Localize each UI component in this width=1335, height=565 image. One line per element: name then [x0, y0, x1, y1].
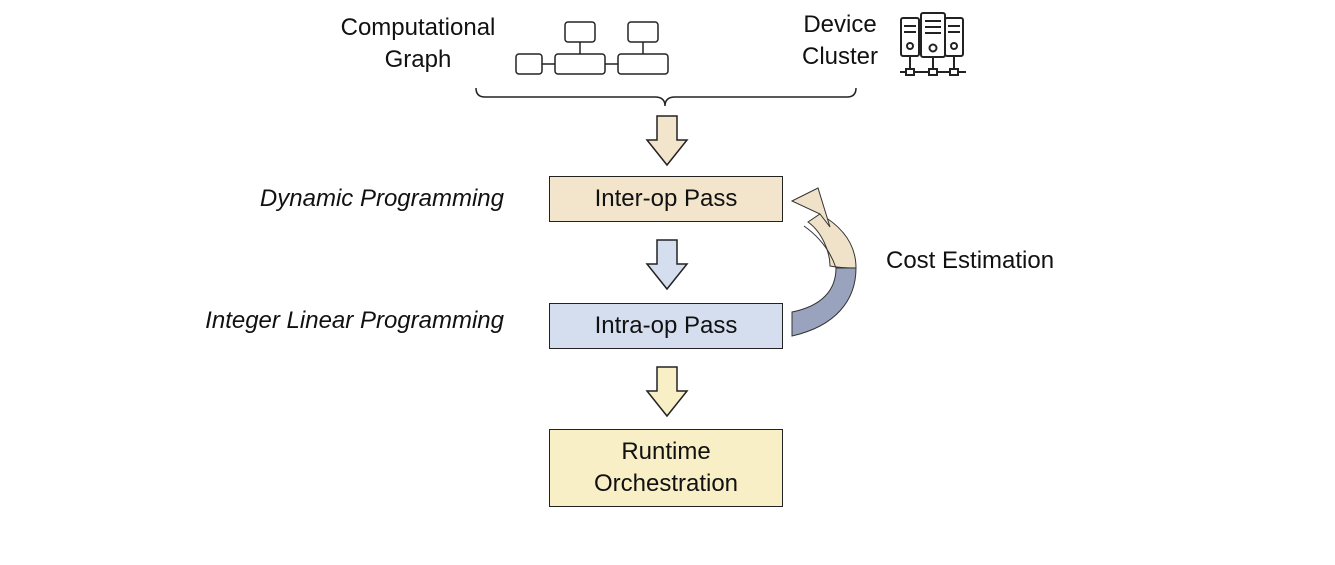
inter-op-pass-label: Inter-op Pass — [594, 185, 738, 212]
runtime-orchestration-label-line1: Runtime — [621, 438, 711, 465]
runtime-orchestration-label-line2: Orchestration — [593, 470, 739, 497]
device-cluster-label-line2: Cluster — [801, 43, 879, 70]
intra-op-pass-box: Intra-op Pass — [549, 303, 783, 349]
down-arrow-to-inter-op — [645, 115, 689, 167]
input-brace — [475, 87, 857, 107]
intra-op-pass-label: Intra-op Pass — [594, 312, 738, 339]
computational-graph-icon — [515, 21, 669, 75]
down-arrow-to-runtime — [645, 366, 689, 418]
cost-estimation-feedback-arrow — [790, 187, 857, 337]
computational-graph-label: Computational Graph — [330, 12, 506, 76]
integer-linear-programming-label: Integer Linear Programming — [205, 307, 504, 334]
device-cluster-label: Device Cluster — [790, 9, 890, 73]
down-arrow-to-intra-op — [645, 239, 689, 291]
computational-graph-label-line2: Graph — [384, 46, 452, 73]
dynamic-programming-label: Dynamic Programming — [259, 185, 504, 212]
server-cluster-icon — [900, 12, 966, 76]
device-cluster-label-line1: Device — [803, 11, 877, 38]
runtime-orchestration-box: Runtime Orchestration — [549, 429, 783, 507]
inter-op-pass-box: Inter-op Pass — [549, 176, 783, 222]
computational-graph-label-line1: Computational — [340, 14, 496, 41]
cost-estimation-label: Cost Estimation — [886, 247, 1055, 274]
